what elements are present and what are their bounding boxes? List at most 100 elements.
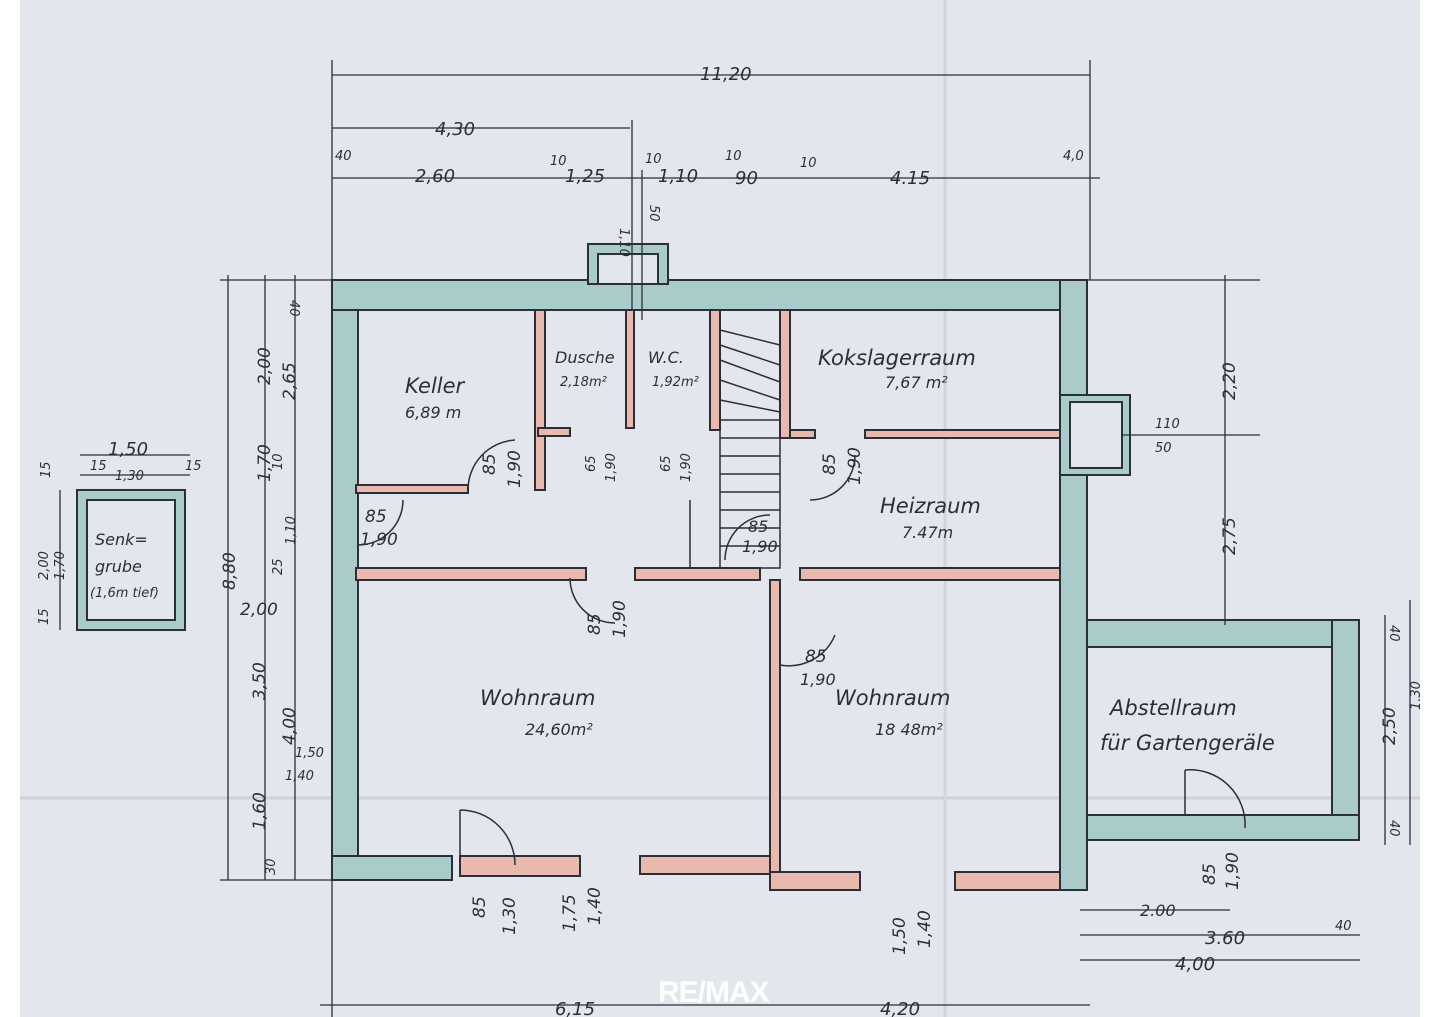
outer-wall-north — [331, 279, 1088, 311]
wall-dusche-wc — [625, 309, 635, 429]
floor-plan-drawing: 11,20 4,30 40 2,60 10 1,25 10 1,10 10 90… — [20, 0, 1420, 1017]
svg-text:65: 65 — [584, 455, 599, 472]
svg-text:10: 10 — [271, 453, 286, 470]
svg-text:1,90: 1,90 — [505, 450, 525, 488]
svg-text:10: 10 — [645, 152, 662, 167]
senkgrube-line2: grube — [95, 557, 142, 576]
svg-text:15: 15 — [185, 459, 202, 474]
wall-living-north-left — [355, 567, 587, 581]
room-abstellraum-line2: für Gartengeräle — [1100, 731, 1275, 755]
svg-text:1,10: 1,10 — [658, 166, 698, 187]
svg-text:4,20: 4,20 — [880, 999, 920, 1017]
floor-plan-sheet: 11,20 4,30 40 2,60 10 1,25 10 1,10 10 90… — [20, 0, 1420, 1017]
wall-keller-east — [534, 309, 546, 491]
outer-wall-west — [331, 279, 359, 881]
door-swings — [357, 439, 1246, 866]
top-dimensions: 11,20 4,30 40 2,60 10 1,25 10 1,10 10 90… — [335, 64, 1084, 257]
svg-text:4,0: 4,0 — [1063, 149, 1084, 164]
svg-text:10: 10 — [725, 149, 742, 164]
svg-text:2,75: 2,75 — [1220, 517, 1240, 555]
wall-south-right-b — [954, 871, 1061, 891]
room-abstellraum-line1: Abstellraum — [1108, 696, 1237, 720]
svg-text:1,90: 1,90 — [360, 530, 398, 550]
svg-text:1,30: 1,30 — [1409, 681, 1420, 710]
svg-text:40: 40 — [286, 300, 301, 317]
room-wohnraum-left-area: 24,60m² — [525, 720, 593, 739]
wall-wc-east — [709, 309, 721, 431]
svg-text:10: 10 — [800, 156, 817, 171]
wall-heiz-north — [864, 429, 1061, 439]
svg-text:2,50: 2,50 — [1380, 707, 1400, 745]
room-labels: Keller 6,89 m Dusche 2,18m² W.C. 1,92m² … — [90, 346, 1275, 755]
svg-text:1,70: 1,70 — [53, 551, 68, 580]
svg-text:65: 65 — [659, 455, 674, 472]
svg-text:1,60: 1,60 — [250, 792, 270, 830]
svg-text:85: 85 — [1200, 863, 1220, 885]
shed-wall-north — [1086, 619, 1360, 648]
room-wc-name: W.C. — [648, 348, 684, 367]
svg-text:2,00: 2,00 — [37, 551, 52, 580]
svg-text:1,90: 1,90 — [1223, 852, 1243, 890]
svg-text:1,25: 1,25 — [565, 166, 605, 187]
svg-text:1,70: 1,70 — [255, 444, 275, 482]
svg-text:1,30: 1,30 — [115, 469, 144, 484]
svg-text:3.60: 3.60 — [1205, 928, 1245, 949]
svg-text:1,90: 1,90 — [800, 670, 836, 689]
dimension-lines — [59, 60, 1411, 1017]
svg-text:1,50: 1,50 — [108, 439, 148, 460]
senkgrube-dimensions: 1,50 1,30 15 15 15 2,00 1,70 15 — [37, 439, 202, 625]
room-keller-area: 6,89 m — [405, 403, 461, 422]
room-kokslager-name: Kokslagerraum — [818, 346, 976, 370]
room-dusche-area: 2,18m² — [560, 375, 607, 390]
svg-text:1,90: 1,90 — [845, 447, 865, 485]
svg-text:2,65: 2,65 — [280, 362, 300, 400]
room-wohnraum-left-name: Wohnraum — [480, 686, 596, 710]
svg-text:2,20: 2,20 — [1220, 362, 1240, 400]
svg-text:8,80: 8,80 — [220, 552, 240, 590]
svg-text:3,50: 3,50 — [250, 662, 270, 700]
room-kokslager-area: 7,67 m² — [885, 373, 948, 392]
dim-total-width: 11,20 — [700, 64, 752, 85]
room-wohnraum-right-area: 18 48m² — [875, 720, 943, 739]
svg-text:85: 85 — [480, 453, 500, 475]
outer-wall-south-left — [331, 855, 453, 881]
room-keller-name: Keller — [405, 374, 466, 398]
wall-south-right-a — [769, 871, 861, 891]
room-dusche-name: Dusche — [555, 348, 615, 367]
svg-text:4,00: 4,00 — [280, 707, 300, 745]
dim-left-part: 4,30 — [435, 119, 475, 140]
svg-text:40: 40 — [335, 149, 352, 164]
right-dimensions: 2,20 2,75 110 50 40 2,50 40 1,30 — [1155, 362, 1420, 836]
room-wohnraum-right-name: Wohnraum — [835, 686, 951, 710]
door-dimensions: 85 1,90 65 1,90 65 1,90 85 1,90 85 1,90 … — [360, 447, 1243, 890]
svg-text:2,00: 2,00 — [255, 347, 275, 385]
wall-south-mid — [639, 855, 771, 875]
svg-text:1,40: 1,40 — [915, 910, 935, 948]
svg-text:6,15: 6,15 — [555, 999, 595, 1017]
wall-corridor-a — [537, 427, 571, 437]
remax-logo: RE/MAX — [658, 976, 770, 1009]
svg-text:1,30: 1,30 — [500, 897, 520, 935]
svg-text:1,90: 1,90 — [679, 453, 694, 482]
shed-wall-east — [1331, 619, 1360, 841]
svg-text:1,50: 1,50 — [295, 746, 324, 761]
wall-living-north-right — [799, 567, 1061, 581]
senkgrube-shape — [76, 489, 186, 631]
svg-text:15: 15 — [39, 461, 54, 478]
shed-wall-south — [1086, 814, 1360, 841]
room-heizraum-area: 7.47m — [902, 523, 953, 542]
svg-text:40: 40 — [1386, 625, 1401, 642]
wall-south-left — [459, 855, 581, 877]
svg-text:85: 85 — [748, 517, 768, 536]
svg-text:1,10: 1,10 — [284, 516, 299, 545]
senkgrube-line1: Senk= — [95, 530, 148, 549]
svg-text:85: 85 — [585, 613, 605, 635]
svg-text:2,00: 2,00 — [240, 600, 278, 620]
svg-text:4.15: 4.15 — [890, 168, 930, 189]
svg-text:4,00: 4,00 — [1175, 954, 1215, 975]
svg-text:15: 15 — [90, 459, 107, 474]
svg-text:1,90: 1,90 — [604, 453, 619, 482]
svg-text:1,10: 1,10 — [616, 228, 631, 257]
room-wc-area: 1,92m² — [652, 375, 699, 390]
senkgrube-line3: (1,6m tief) — [90, 586, 159, 601]
